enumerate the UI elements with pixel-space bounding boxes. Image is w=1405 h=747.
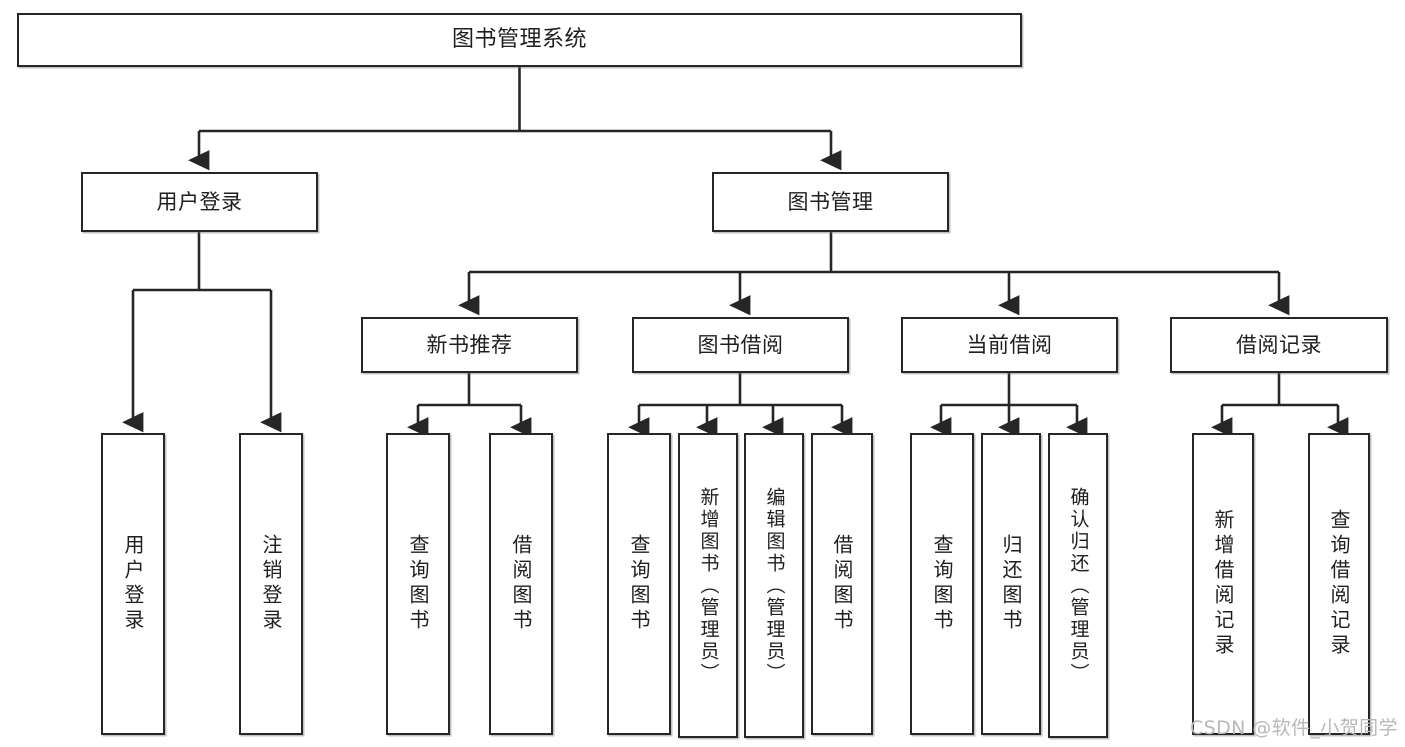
node-label: 用户登录 — [121, 534, 145, 634]
leaf-current-borrow-query-book[interactable]: 查询图书 — [910, 433, 974, 735]
leaf-book-borrow-query-book[interactable]: 查询图书 — [607, 433, 671, 735]
node-new-book-recommend[interactable]: 新书推荐 — [361, 317, 578, 373]
leaf-new-book-query-book[interactable]: 查询图书 — [386, 433, 450, 735]
node-label: 图书管理 — [787, 189, 874, 214]
leaf-book-borrow-borrow-book[interactable]: 借阅图书 — [811, 433, 873, 735]
node-label: 编辑图书（管理员） — [763, 486, 786, 685]
node-label: 当前借阅 — [966, 332, 1053, 357]
node-label: 图书借阅 — [697, 332, 784, 357]
node-user-login[interactable]: 用户登录 — [81, 172, 318, 232]
leaf-book-borrow-add-book-admin[interactable]: 新增图书（管理员） — [678, 433, 738, 738]
node-root-book-management-system[interactable]: 图书管理系统 — [17, 13, 1022, 67]
node-book-borrow[interactable]: 图书借阅 — [632, 317, 849, 373]
node-book-management[interactable]: 图书管理 — [712, 172, 949, 232]
node-label: 借阅记录 — [1236, 332, 1322, 357]
leaf-book-borrow-edit-book-admin[interactable]: 编辑图书（管理员） — [744, 433, 804, 738]
node-label: 新增图书（管理员） — [697, 486, 720, 685]
node-label: 借阅图书 — [830, 534, 854, 634]
node-label: 图书管理系统 — [451, 27, 587, 53]
leaf-current-borrow-return-book[interactable]: 归还图书 — [981, 433, 1041, 735]
node-label: 新增借阅记录 — [1211, 509, 1235, 659]
leaf-new-book-borrow-book[interactable]: 借阅图书 — [489, 433, 553, 735]
leaf-borrow-record-add-record[interactable]: 新增借阅记录 — [1192, 433, 1254, 735]
leaf-current-borrow-confirm-return-admin[interactable]: 确认归还（管理员） — [1048, 433, 1108, 738]
leaf-user-login-logout[interactable]: 注销登录 — [239, 433, 303, 735]
leaf-borrow-record-query-record[interactable]: 查询借阅记录 — [1308, 433, 1370, 735]
node-label: 注销登录 — [259, 534, 283, 634]
node-label: 新书推荐 — [426, 332, 513, 357]
node-label: 确认归还（管理员） — [1067, 486, 1090, 685]
node-current-borrow[interactable]: 当前借阅 — [901, 317, 1118, 373]
node-label: 归还图书 — [999, 534, 1023, 634]
node-borrow-record[interactable]: 借阅记录 — [1170, 317, 1388, 373]
node-label: 查询图书 — [627, 534, 651, 634]
node-label: 查询图书 — [930, 534, 954, 634]
node-label: 借阅图书 — [509, 534, 533, 634]
leaf-user-login-login[interactable]: 用户登录 — [101, 433, 165, 735]
node-label: 查询图书 — [406, 534, 430, 634]
node-label: 查询借阅记录 — [1327, 509, 1351, 659]
node-label: 用户登录 — [156, 189, 243, 214]
csdn-watermark: CSDN @软件_小贺同学 — [1190, 717, 1398, 739]
